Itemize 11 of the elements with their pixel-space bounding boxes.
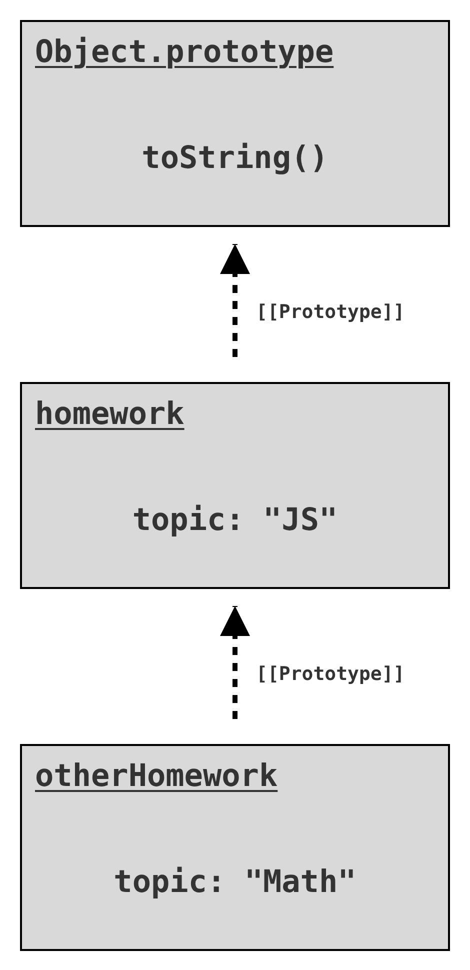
dashed-arrow	[220, 606, 250, 719]
property-text: topic: "JS"	[132, 502, 338, 540]
object-name: otherHomework	[35, 758, 278, 796]
object-name: Object.prototype	[35, 34, 334, 72]
property-text: topic: "Math"	[114, 864, 356, 902]
object-name: homework	[35, 396, 184, 434]
object-box	[20, 20, 450, 227]
object-box	[20, 744, 450, 951]
dashed-arrow	[220, 244, 250, 357]
object-box	[20, 382, 450, 589]
property-text: toString()	[142, 140, 328, 178]
